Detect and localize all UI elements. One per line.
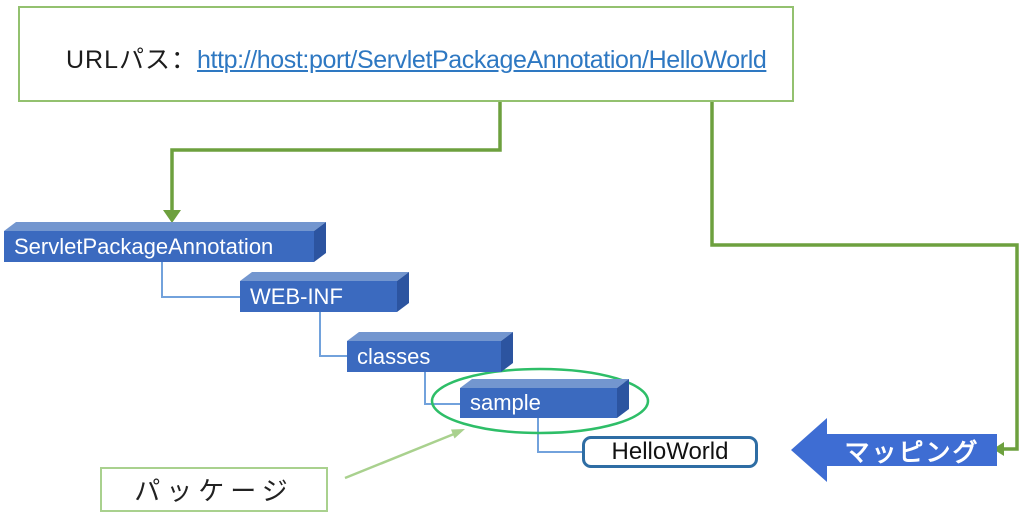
folder-side-bevel [397, 272, 409, 312]
arrowhead-upright-icon [451, 429, 465, 439]
folder-label: sample [460, 388, 617, 418]
arrowhead-down-icon [163, 210, 181, 223]
folder-sample: sample [460, 388, 617, 418]
folder-top-bevel [240, 272, 409, 281]
connector-root-to-webinf [161, 262, 240, 298]
url-row: URLパス： http://host:port/ServletPackageAn… [66, 40, 767, 76]
file-helloworld: HelloWorld [582, 436, 758, 468]
folder-label: WEB-INF [240, 281, 397, 312]
mapping-block-arrow-icon [791, 418, 997, 482]
folder-servletpackageannotation: ServletPackageAnnotation [4, 231, 314, 262]
arrowhead-left-icon [993, 442, 1004, 456]
connector-servletname-to-mapping [710, 78, 1019, 456]
folder-top-bevel [4, 222, 326, 231]
tree-connectors [161, 262, 582, 453]
url-hyperlink[interactable]: http://host:port/ServletPackageAnnotatio… [197, 46, 767, 74]
mapping-arrow-label: マッピング [844, 439, 980, 467]
package-highlight-ellipse [430, 367, 650, 435]
folder-web-inf: WEB-INF [240, 281, 397, 312]
folder-label: classes [347, 341, 501, 372]
connector-classes-to-sample [424, 372, 460, 405]
folder-side-bevel [501, 332, 513, 372]
folder-top-bevel [347, 332, 513, 341]
connector-contextpath-to-folder [163, 78, 502, 223]
folder-side-bevel [617, 379, 629, 418]
connector-webinf-to-classes [319, 312, 347, 357]
url-path-label: URLパス： [66, 46, 198, 74]
connector-sample-to-file [537, 418, 582, 453]
folder-label: ServletPackageAnnotation [4, 231, 314, 262]
package-label-box: パッケージ [100, 467, 328, 512]
folder-top-bevel [460, 379, 629, 388]
package-callout-arrow [344, 429, 465, 480]
folder-side-bevel [314, 222, 326, 262]
url-box: URLパス： http://host:port/ServletPackageAn… [18, 6, 794, 102]
folder-classes: classes [347, 341, 501, 372]
